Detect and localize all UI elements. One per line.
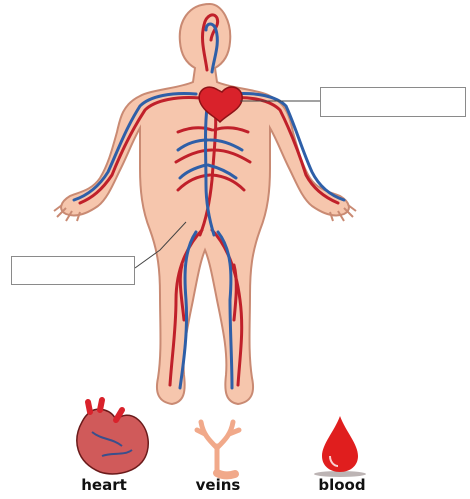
legend-label-heart: heart	[54, 476, 154, 494]
veins-label-box[interactable]	[11, 256, 135, 285]
legend-label-blood: blood	[292, 476, 392, 494]
blood-drop-icon	[314, 416, 366, 477]
legend-label-veins: veins	[168, 476, 268, 494]
vein-branch-icon	[197, 422, 239, 475]
heart-label-box[interactable]	[320, 87, 466, 117]
heart-icon	[77, 400, 148, 474]
